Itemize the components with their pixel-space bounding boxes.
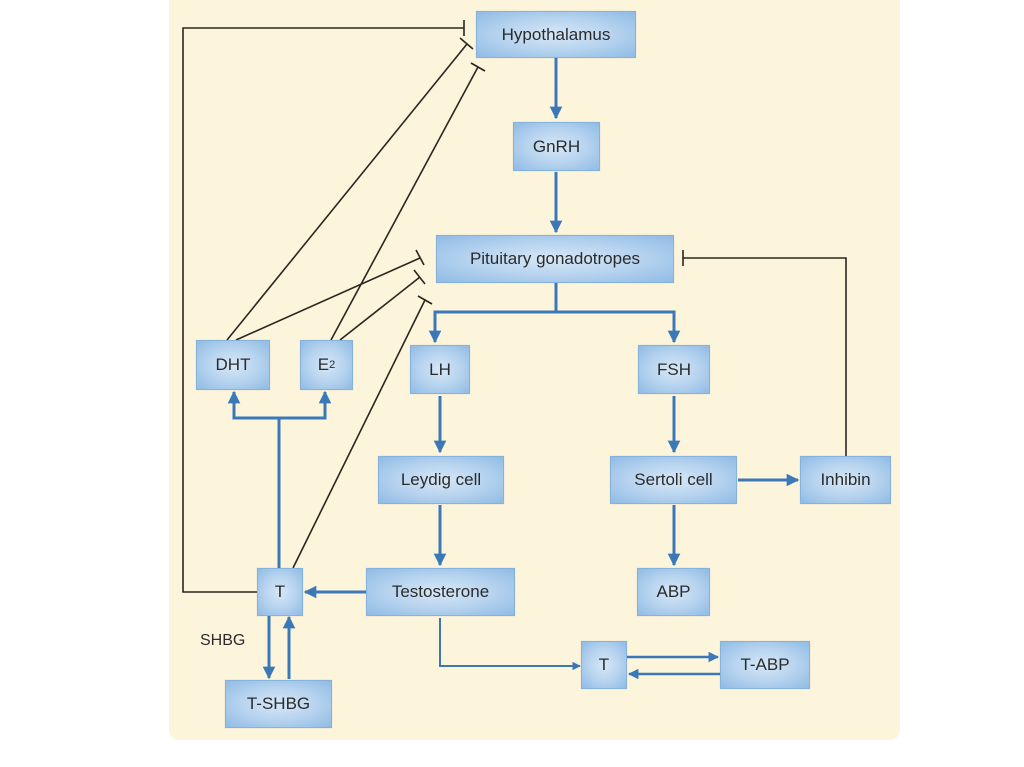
node-hypothalamus: Hypothalamus — [476, 11, 636, 58]
arrow-t-e2 — [279, 390, 332, 420]
node-dht: DHT — [196, 340, 270, 390]
e2-label: E — [317, 355, 330, 374]
inhibit-bar-e2-pituitary — [413, 269, 426, 285]
node-testosterone: Testosterone — [366, 568, 515, 616]
node-t-right: T — [581, 641, 627, 689]
inhibit-t-hypothalamus — [182, 27, 464, 593]
inhibit-bar-dht-hypothalamus — [459, 37, 474, 50]
node-abp: ABP — [637, 568, 710, 616]
inhibit-bar-t-pituitary — [417, 295, 433, 305]
node-gnrh: GnRH — [513, 122, 600, 171]
inhibit-t-pituitary — [292, 299, 426, 569]
node-pituitary-gonadotropes: Pituitary gonadotropes — [436, 235, 674, 283]
inhibit-dht-pituitary — [235, 257, 421, 341]
node-t-left: T — [257, 568, 303, 616]
node-fsh: FSH — [638, 345, 710, 394]
node-lh: LH — [410, 345, 470, 394]
node-t-shbg: T-SHBG — [225, 680, 332, 728]
inhibit-bar-dht-pituitary — [415, 249, 425, 266]
node-inhibin: Inhibin — [800, 456, 891, 504]
edge-label-shbg: SHBG — [200, 632, 246, 649]
inhibit-e2-hypothalamus — [330, 66, 479, 341]
inhibit-dht-hypothalamus — [226, 43, 468, 341]
inhibit-inhibin-pituitary — [683, 257, 847, 456]
arrow-testosterone-t-right — [439, 618, 581, 671]
e2-subscript: 2 — [329, 359, 336, 371]
arrow-t-dht — [227, 390, 279, 420]
inhibit-e2-pituitary — [339, 276, 421, 341]
node-t-abp: T-ABP — [720, 641, 810, 689]
node-leydig-cell: Leydig cell — [378, 456, 504, 504]
arrow-pituitary-lh — [428, 283, 558, 344]
inhibit-bar-e2-hypothalamus — [470, 62, 486, 72]
node-sertoli-cell: Sertoli cell — [610, 456, 737, 504]
arrow-pituitary-fsh — [556, 310, 681, 344]
